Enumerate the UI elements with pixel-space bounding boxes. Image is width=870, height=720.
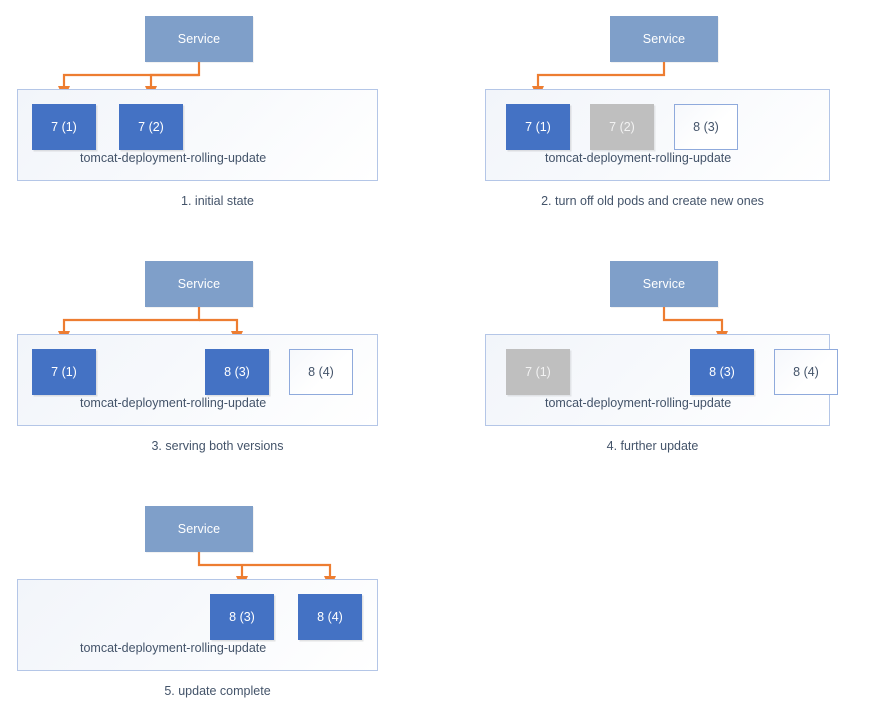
deployment-name-label: tomcat-deployment-rolling-update	[545, 151, 732, 165]
pod-label: 8 (3)	[709, 364, 735, 379]
pod-8-3[interactable]: 8 (3)	[205, 349, 269, 395]
pod-8-4[interactable]: 8 (4)	[774, 349, 838, 395]
pod-7-1[interactable]: 7 (1)	[506, 349, 570, 395]
service-box[interactable]: Service	[145, 16, 253, 62]
pod-label: 8 (4)	[793, 364, 819, 379]
panel-caption: 3. serving both versions	[151, 439, 284, 453]
pod-7-1[interactable]: 7 (1)	[32, 349, 96, 395]
pod-7-2[interactable]: 7 (2)	[590, 104, 654, 150]
pod-7-2[interactable]: 7 (2)	[119, 104, 183, 150]
pod-8-4[interactable]: 8 (4)	[289, 349, 353, 395]
pod-8-3[interactable]: 8 (3)	[674, 104, 738, 150]
service-box[interactable]: Service	[145, 506, 253, 552]
panel-caption: 5. update complete	[164, 684, 271, 698]
panel-turn-off-old-pods: Service tomcat-deployment-rolling-update…	[435, 0, 870, 230]
pod-label: 7 (2)	[138, 119, 164, 134]
panel-caption: 4. further update	[606, 439, 699, 453]
pod-8-3[interactable]: 8 (3)	[690, 349, 754, 395]
pod-8-4[interactable]: 8 (4)	[298, 594, 362, 640]
deployment-name-label: tomcat-deployment-rolling-update	[80, 641, 267, 655]
deployment-name-label: tomcat-deployment-rolling-update	[80, 151, 267, 165]
pod-label: 8 (4)	[317, 609, 343, 624]
pod-label: 7 (1)	[51, 364, 77, 379]
panel-caption: 1. initial state	[181, 194, 254, 208]
service-label: Service	[177, 521, 221, 536]
panel-caption: 2. turn off old pods and create new ones	[541, 194, 764, 208]
service-box[interactable]: Service	[610, 261, 718, 307]
service-label: Service	[642, 276, 686, 291]
service-box[interactable]: Service	[610, 16, 718, 62]
pod-label: 7 (1)	[525, 364, 551, 379]
pod-label: 7 (1)	[525, 119, 551, 134]
service-box[interactable]: Service	[145, 261, 253, 307]
panel-further-update: Service tomcat-deployment-rolling-update…	[435, 245, 870, 475]
pod-label: 7 (1)	[51, 119, 77, 134]
service-label: Service	[177, 276, 221, 291]
service-label: Service	[642, 31, 686, 46]
service-label: Service	[177, 31, 221, 46]
deployment-name-label: tomcat-deployment-rolling-update	[545, 396, 732, 410]
pod-label: 8 (3)	[693, 119, 719, 134]
panel-update-complete: Service tomcat-deployment-rolling-update…	[0, 490, 435, 720]
pod-label: 8 (3)	[224, 364, 250, 379]
deployment-name-label: tomcat-deployment-rolling-update	[80, 396, 267, 410]
pod-7-1[interactable]: 7 (1)	[32, 104, 96, 150]
pod-label: 8 (4)	[308, 364, 334, 379]
panel-initial-state: Service tomcat-deployment-rolling-update…	[0, 0, 435, 230]
panel-serving-both-versions: Service tomcat-deployment-rolling-update…	[0, 245, 435, 475]
pod-label: 8 (3)	[229, 609, 255, 624]
pod-7-1[interactable]: 7 (1)	[506, 104, 570, 150]
pod-8-3[interactable]: 8 (3)	[210, 594, 274, 640]
pod-label: 7 (2)	[609, 119, 635, 134]
